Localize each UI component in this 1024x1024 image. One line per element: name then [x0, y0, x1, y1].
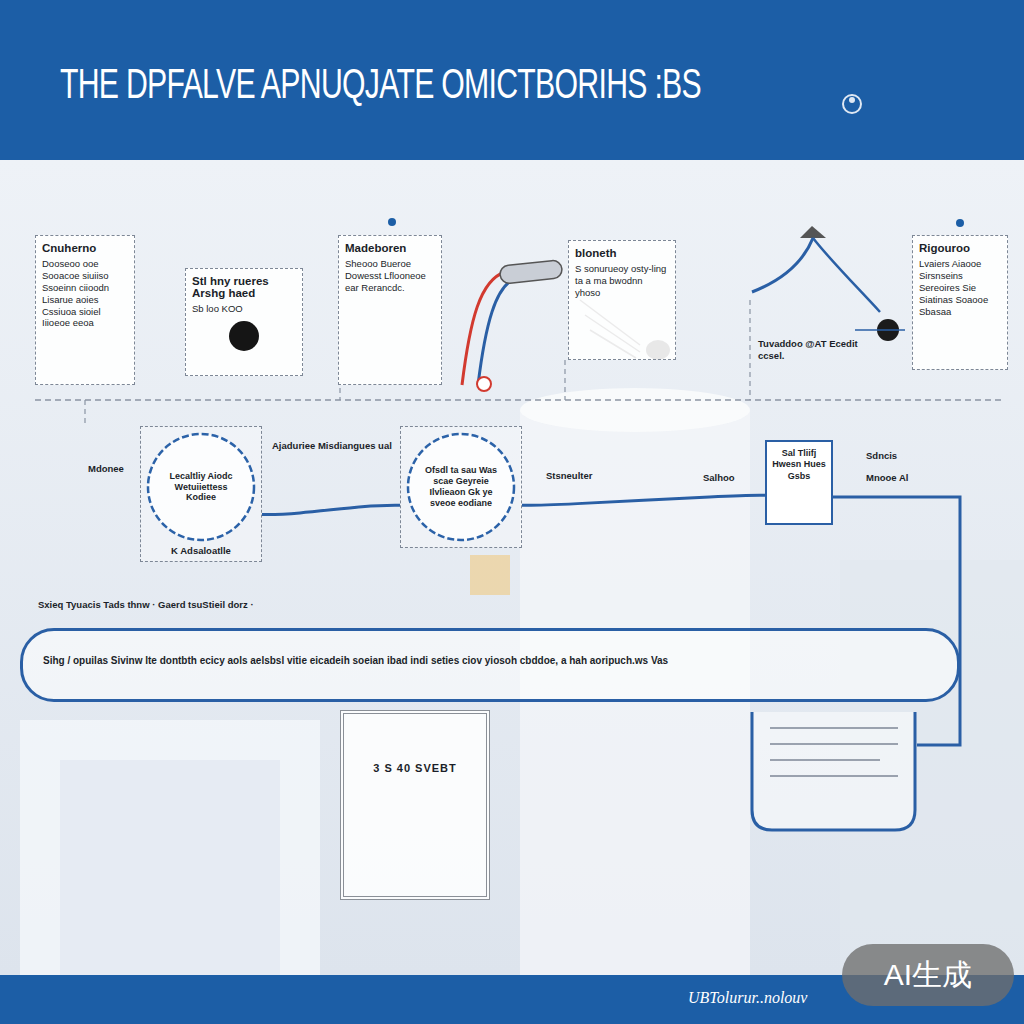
info-box: RigourooLvaiers Aiaooe Sirsnseins Sereoi…: [912, 235, 1008, 370]
figure-patch: [470, 555, 510, 595]
machine-shape: [60, 760, 280, 975]
annotation-label: Stsneulter: [546, 470, 626, 482]
lamp-shade: [800, 226, 826, 238]
dashed-leader: [749, 300, 750, 400]
node-text: Dooseoo ooe Sooacoe siuiiso Ssoeinn ciio…: [42, 258, 128, 329]
annotation-label: Sxieq Tyuacis Tads thnw · Gaerd tsuStiei…: [38, 599, 558, 611]
dashed-rule: [35, 399, 1005, 401]
watermark: AI生成: [842, 944, 1014, 1006]
node-heading: Madeboren: [345, 242, 435, 254]
node-text: Lvaiers Aiaooe Sirsnseins Sereoires Sie …: [919, 258, 1001, 317]
node-heading: Sihg / opuilas Sivinw lte dontbth ecicy …: [43, 655, 937, 666]
node-heading: bloneth: [575, 247, 669, 259]
footer-text: UBTolurur..nolouv: [688, 988, 838, 1008]
node-text: Sheooo Bueroe Dowesst Lflooneoe ear Rera…: [345, 258, 435, 294]
circle-outline: [408, 434, 514, 540]
process-box: Sal Tliifj Hwesn Hues Gsbs: [765, 440, 833, 525]
machine-shape: [20, 720, 320, 975]
node-heading: Rigouroo: [919, 242, 1001, 254]
process-circle: Ofsdl ta sau Was scae Geyreie Ilvlieaon …: [400, 426, 522, 548]
info-box: CnuhernoDooseoo ooe Sooacoe siuiiso Ssoe…: [35, 235, 135, 385]
annotation-label: Salhoo: [703, 472, 761, 484]
node-heading: 3 S 40 SVEBT: [354, 762, 476, 774]
node-text: S sonurueoy osty-ling ta a ma bwodnn yho…: [575, 263, 669, 299]
info-box: MadeborenSheooo Bueroe Dowesst Lflooneoe…: [338, 235, 442, 385]
node-text: Lecaltliy Aiodc Wetuiiettess Kodiee: [162, 471, 240, 503]
annotation-label: Ajaduriee Misdiangues ual: [272, 440, 394, 452]
node-heading: Stl hny rueres Arshg haed: [192, 275, 296, 299]
device-outline: [752, 712, 915, 830]
dashed-leader: [84, 400, 85, 425]
flow-wire: [833, 497, 960, 745]
process-circle: Lecaltliy Aiodc Wetuiiettess Kodiee K Ads…: [140, 426, 262, 562]
flow-band: Sihg / opuilas Sivinw lte dontbth ecicy …: [20, 628, 960, 702]
dashed-leader: [339, 388, 340, 400]
device-lines: [770, 728, 898, 776]
node-heading: Sal Tliifj Hwesn Hues Gsbs: [772, 448, 826, 482]
node-heading: Cnuherno: [42, 242, 128, 254]
node-text: Ofsdl ta sau Was scae Geyreie Ilvlieaon …: [422, 465, 500, 508]
probe-tip: [477, 377, 491, 391]
annotation-label: Mnooe Al: [866, 472, 946, 484]
node-text: Sb loo KOO: [192, 303, 296, 315]
flow-connector: [522, 495, 765, 505]
lamp-arm: [813, 238, 880, 312]
header-band: [0, 0, 1024, 160]
ground: [0, 160, 1024, 975]
info-box: Stl hny rueres Arshg haed Sb loo KOO: [185, 268, 303, 376]
annotation-label: Tuvaddoo @AT Ecedit ccsel.: [758, 338, 868, 362]
probe-wire: [478, 280, 512, 385]
header-icon: [843, 95, 861, 113]
marker-dot: [388, 218, 396, 226]
probe-wire: [462, 272, 505, 385]
annotation-label: Mdonee: [88, 463, 138, 475]
diagram-title: THE DPFALVE APNUQJATE OMICTBORIHS :BS: [60, 60, 701, 108]
probe-body: [499, 260, 563, 284]
circle-outline: [148, 434, 254, 540]
marker-dot: [956, 219, 964, 227]
column-top: [520, 388, 750, 432]
panel-box: 3 S 40 SVEBT: [340, 710, 490, 900]
annotation-label: Sdncis: [866, 450, 946, 462]
dashed-leader: [564, 360, 565, 400]
circle-shape: Ofsdl ta sau Was scae Geyreie Ilvlieaon …: [406, 432, 516, 542]
info-box: bloneth S sonurueoy osty-ling ta a ma bwo…: [568, 240, 676, 360]
dot-symbol: [229, 321, 259, 351]
lamp-arm: [752, 238, 813, 292]
flow-connector: [262, 505, 400, 514]
header-icon: [849, 97, 855, 103]
sensor-line: [855, 329, 905, 331]
node-heading: K Adsaloatlle: [146, 545, 256, 556]
circle-shape: Lecaltliy Aiodc Wetuiiettess Kodiee: [146, 432, 256, 542]
